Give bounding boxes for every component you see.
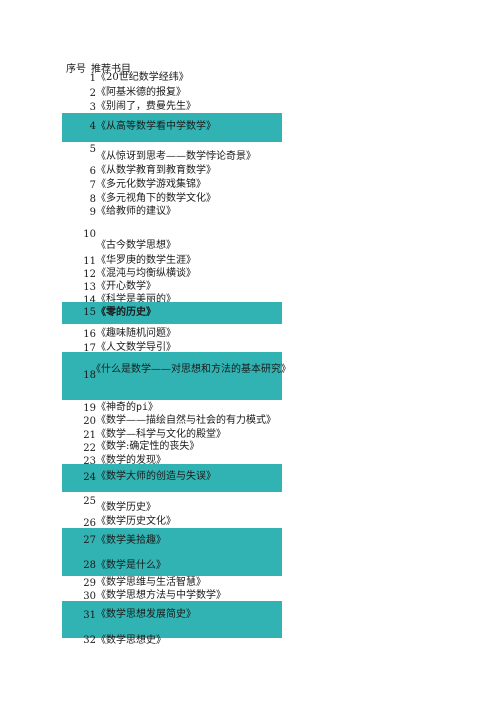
book-title: 《20世纪数学经纬》 bbox=[96, 72, 189, 83]
row-number: 21 bbox=[83, 430, 96, 441]
row-number: 12 bbox=[83, 269, 96, 280]
book-title: 《数学—科学与文化的殿堂》 bbox=[96, 429, 226, 440]
book-title: 《数学思维与生活智慧》 bbox=[96, 577, 206, 588]
book-title: 《数学的发现》 bbox=[96, 455, 166, 466]
book-title: 《从高等数学看中学数学》 bbox=[96, 121, 216, 132]
row-number: 30 bbox=[83, 591, 96, 602]
row-number: 17 bbox=[83, 343, 96, 354]
highlight-row bbox=[62, 528, 282, 576]
row-number: 31 bbox=[83, 610, 96, 621]
book-title: 《神奇的pi》 bbox=[96, 402, 159, 413]
row-number: 8 bbox=[89, 194, 96, 205]
book-title: 《科学是美丽的》 bbox=[96, 294, 176, 305]
book-title: 《数学思想史》 bbox=[96, 635, 166, 646]
row-number: 13 bbox=[83, 282, 96, 293]
row-number: 4 bbox=[89, 121, 96, 132]
row-number: 27 bbox=[83, 535, 96, 546]
book-title: 《给教师的建议》 bbox=[96, 206, 176, 217]
row-number: 15 bbox=[83, 307, 96, 318]
book-title: 《从数学教育到教育数学》 bbox=[96, 165, 216, 176]
book-title: 《数学:确定性的丧失》 bbox=[96, 441, 200, 452]
highlight-row bbox=[62, 601, 282, 638]
row-number: 22 bbox=[83, 443, 96, 454]
column-header-number: 序号 bbox=[66, 64, 86, 75]
row-number: 18 bbox=[83, 370, 96, 381]
row-number: 2 bbox=[89, 88, 96, 99]
book-title: 《零的历史》 bbox=[96, 307, 156, 318]
row-number: 5 bbox=[89, 144, 96, 155]
row-number: 11 bbox=[83, 256, 96, 267]
book-title: 《华罗庚的数学生涯》 bbox=[96, 255, 196, 266]
book-title: 《多元化数学游戏集锦》 bbox=[96, 179, 206, 190]
row-number: 7 bbox=[89, 180, 96, 191]
row-number: 19 bbox=[83, 403, 96, 414]
book-title: 《开心数学》 bbox=[96, 281, 156, 292]
book-title: 《别闹了，费曼先生》 bbox=[96, 101, 196, 112]
row-number: 3 bbox=[89, 102, 96, 113]
book-title: 《数学思想方法与中学数学》 bbox=[96, 590, 226, 601]
row-number: 10 bbox=[83, 229, 96, 240]
book-title: 《混沌与均衡纵横谈》 bbox=[96, 268, 196, 279]
row-number: 20 bbox=[83, 416, 96, 427]
book-title: 《数学大师的创造与失误》 bbox=[96, 471, 216, 482]
row-number: 28 bbox=[83, 560, 96, 571]
highlight-row bbox=[62, 113, 282, 142]
book-title: 《阿基米德的报复》 bbox=[96, 87, 186, 98]
book-title: 《趣味随机问题》 bbox=[96, 328, 176, 339]
row-number: 29 bbox=[83, 578, 96, 589]
row-number: 6 bbox=[89, 166, 96, 177]
highlight-row bbox=[62, 352, 282, 400]
book-title: 《从惊讶到思考——数学悖论奇景》 bbox=[96, 151, 256, 162]
book-title: 《人文数学导引》 bbox=[96, 342, 176, 353]
row-number: 16 bbox=[83, 329, 96, 340]
table-header: 序号推荐书目 bbox=[66, 60, 136, 75]
book-title: 《数学美拾趣》 bbox=[96, 535, 166, 546]
highlight-row bbox=[62, 464, 282, 492]
row-number: 14 bbox=[83, 295, 96, 306]
row-number: 23 bbox=[83, 456, 96, 467]
book-title: 《数学是什么》 bbox=[96, 560, 166, 571]
row-number: 32 bbox=[83, 635, 96, 646]
book-title: 《数学思想发展简史》 bbox=[96, 609, 196, 620]
book-title: 《什么是数学——对思想和方法的基本研究》 bbox=[91, 364, 291, 375]
book-title: 《数学——描绘自然与社会的有力模式》 bbox=[96, 415, 276, 426]
book-title: 《数学历史文化》 bbox=[96, 516, 176, 527]
row-number: 1 bbox=[89, 73, 96, 84]
row-number: 26 bbox=[83, 518, 96, 529]
book-title: 《数学历史》 bbox=[96, 502, 156, 513]
row-number: 9 bbox=[89, 207, 96, 218]
row-number: 24 bbox=[83, 472, 96, 483]
book-title: 《古今数学思想》 bbox=[96, 240, 176, 251]
row-number: 25 bbox=[83, 496, 96, 507]
book-title: 《多元视角下的数学文化》 bbox=[96, 193, 216, 204]
column-header-title: 推荐书目 bbox=[91, 64, 131, 75]
highlight-row bbox=[62, 302, 282, 324]
